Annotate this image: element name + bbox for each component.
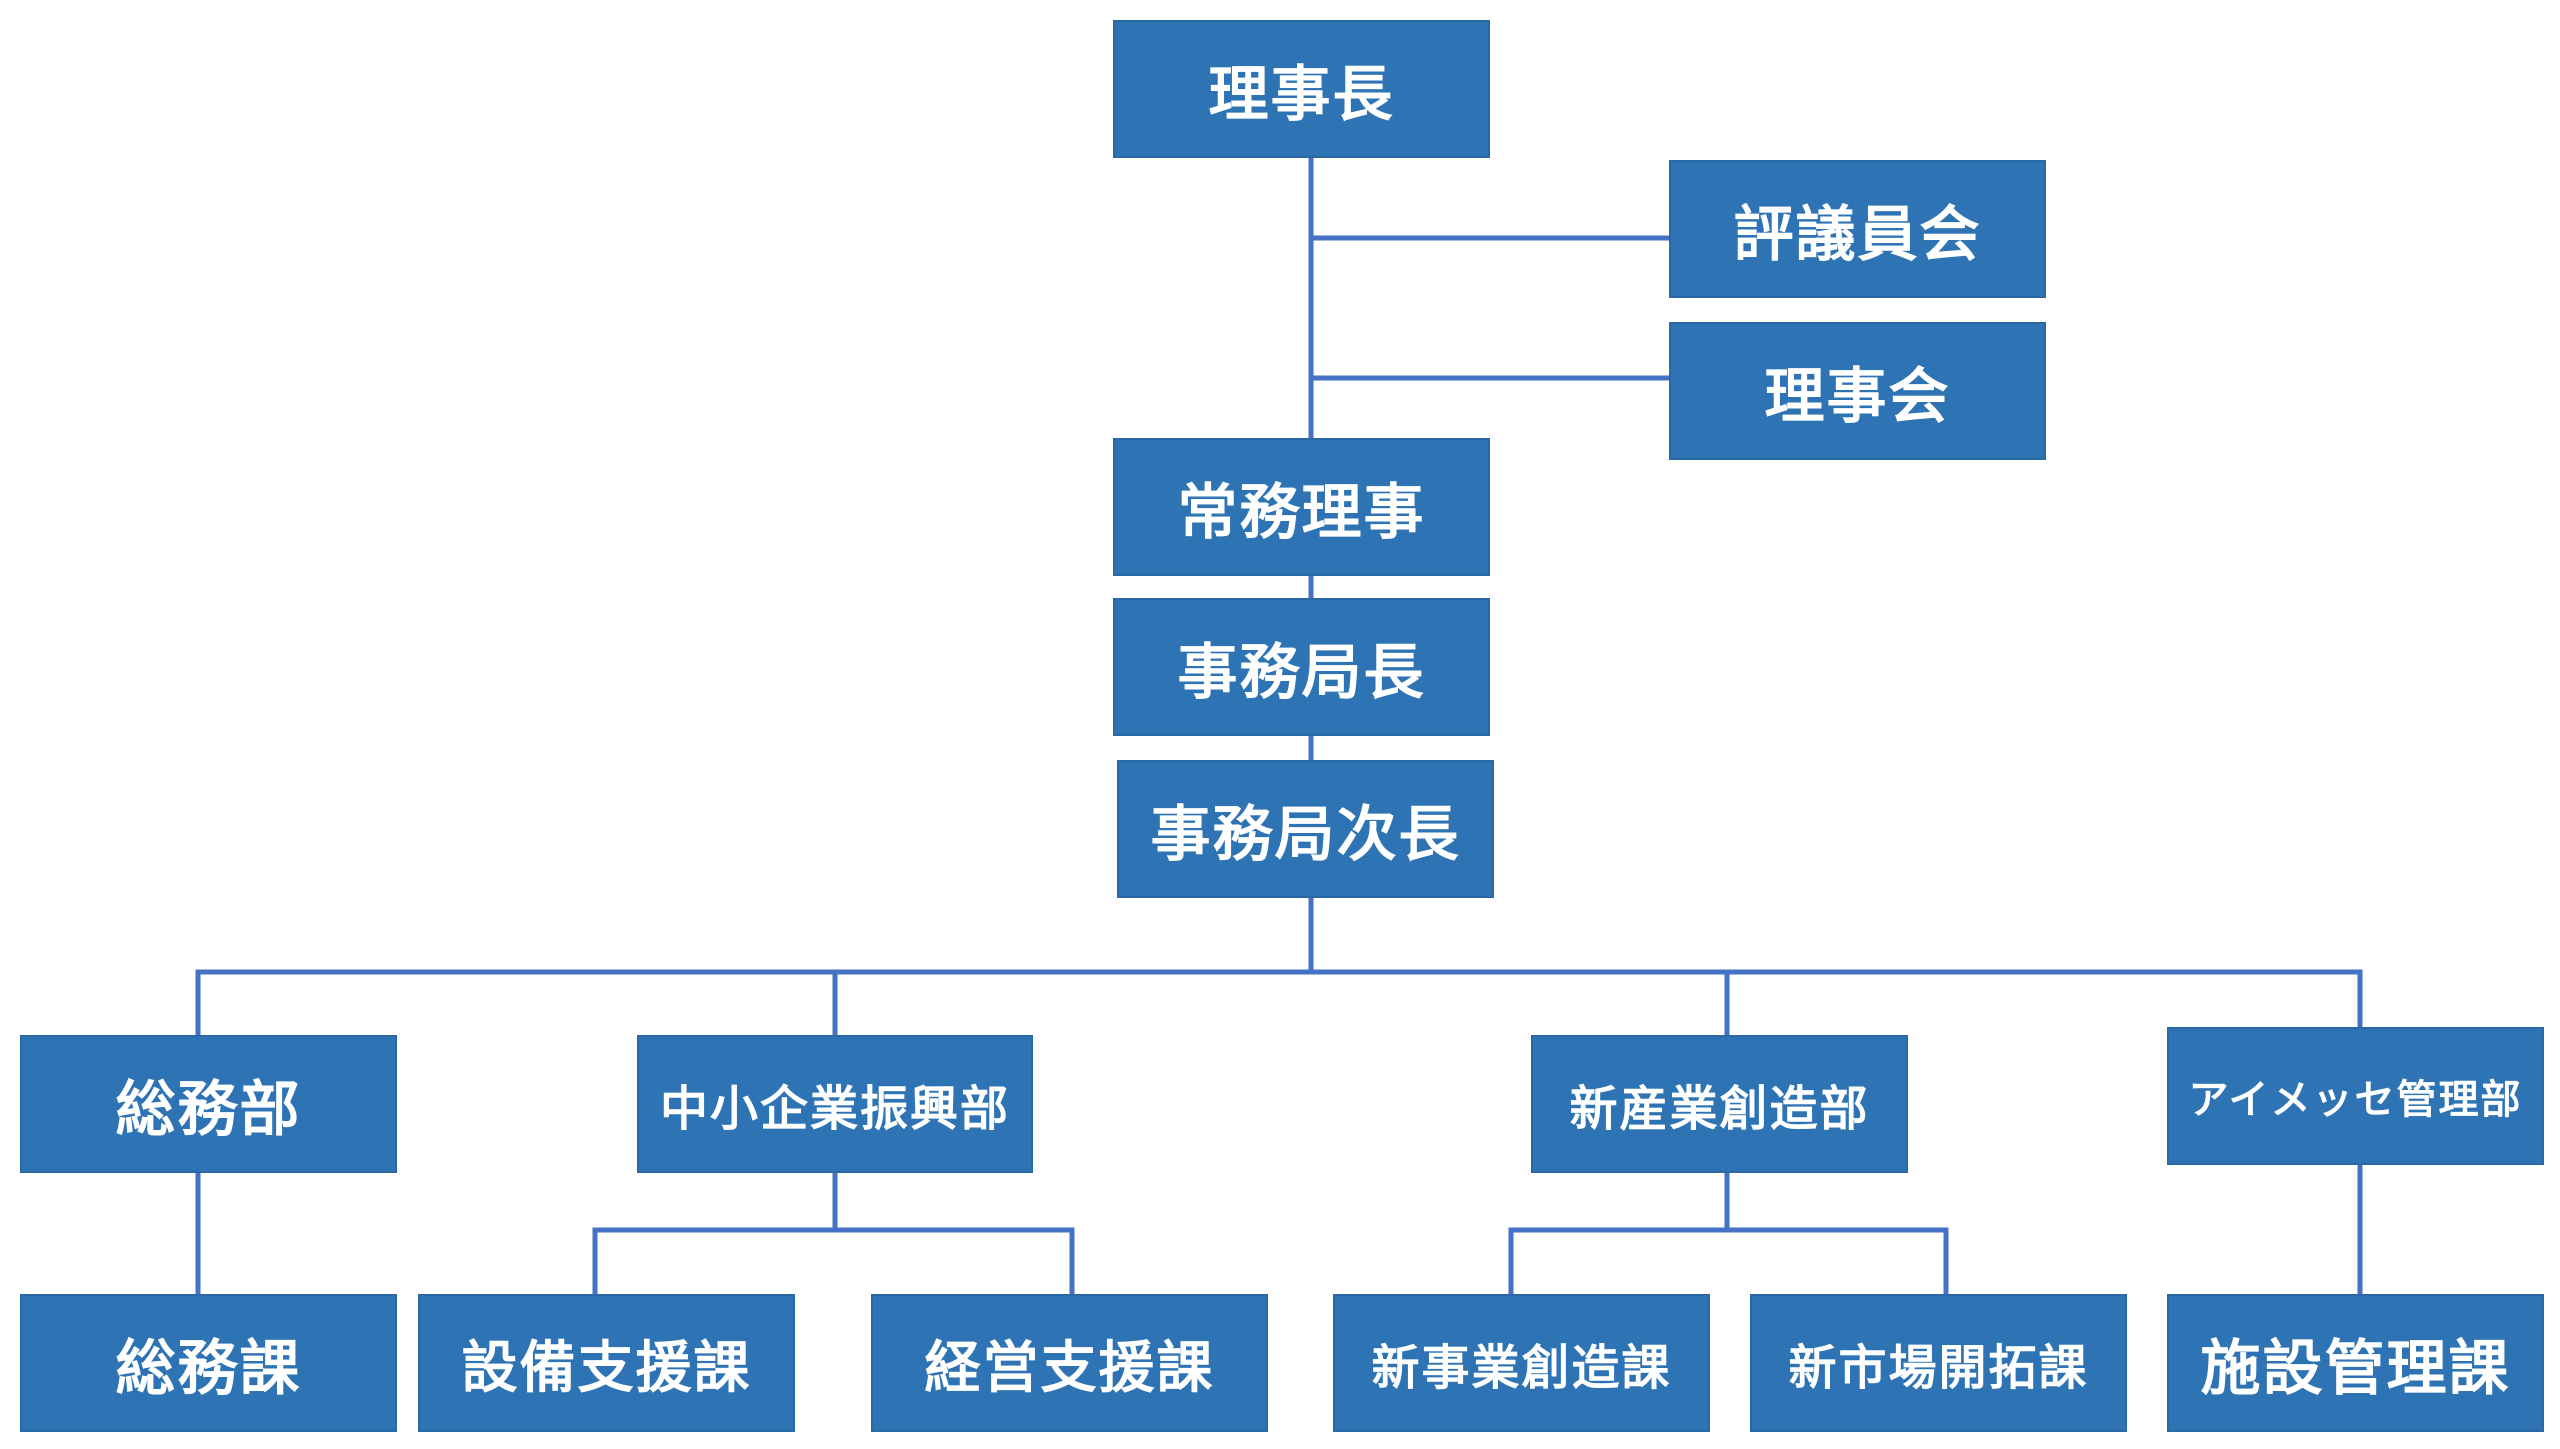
deputy-secretary-general-box: 事務局次長 — [1117, 760, 1494, 898]
aimesse-dept-box: アイメッセ管理部 — [2167, 1027, 2544, 1165]
deputy-secretary-general-label: 事務局次長 — [1150, 799, 1461, 870]
facility-management-section-label: 施設管理課 — [2200, 1333, 2511, 1404]
new-market-section-label: 新市場開拓課 — [1788, 1340, 2089, 1396]
management-support-section-box: 経営支援課 — [871, 1294, 1268, 1432]
facility-management-section-box: 施設管理課 — [2167, 1294, 2544, 1432]
councillors-box: 評議員会 — [1669, 160, 2046, 298]
new-business-section-label: 新事業創造課 — [1371, 1340, 1672, 1396]
board-label: 理事会 — [1764, 361, 1951, 432]
chairman-label: 理事長 — [1208, 59, 1395, 130]
secretary-general-label: 事務局長 — [1177, 637, 1426, 708]
equipment-support-section-label: 設備支援課 — [461, 1335, 752, 1401]
chairman-box: 理事長 — [1113, 20, 1490, 158]
aimesse-dept-label: アイメッセ管理部 — [2188, 1077, 2523, 1123]
management-support-section-label: 経営支援課 — [924, 1335, 1215, 1401]
equipment-support-section-box: 設備支援課 — [418, 1294, 795, 1432]
new-business-section-box: 新事業創造課 — [1333, 1294, 1710, 1432]
sme-promotion-dept-box: 中小企業振興部 — [637, 1035, 1033, 1173]
managing-director-box: 常務理事 — [1113, 438, 1490, 576]
secretary-general-box: 事務局長 — [1113, 598, 1490, 736]
new-industry-dept-label: 新産業創造部 — [1569, 1081, 1870, 1137]
board-box: 理事会 — [1669, 322, 2046, 460]
councillors-label: 評議員会 — [1733, 199, 1982, 270]
general-affairs-section-label: 総務課 — [115, 1333, 302, 1404]
general-affairs-dept-box: 総務部 — [20, 1035, 397, 1173]
new-market-section-box: 新市場開拓課 — [1750, 1294, 2127, 1432]
sme-promotion-dept-label: 中小企業振興部 — [659, 1081, 1010, 1137]
general-affairs-section-box: 総務課 — [20, 1294, 397, 1432]
general-affairs-dept-label: 総務部 — [115, 1074, 302, 1145]
managing-director-label: 常務理事 — [1177, 477, 1426, 548]
new-industry-dept-box: 新産業創造部 — [1531, 1035, 1908, 1173]
